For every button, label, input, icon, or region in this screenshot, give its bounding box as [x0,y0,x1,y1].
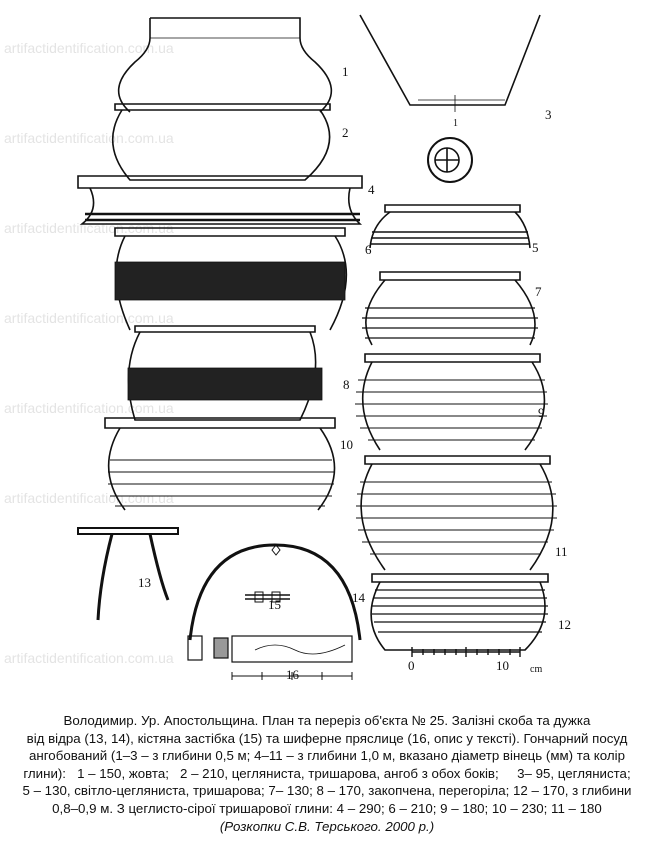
caption-line: глини): 1 – 150, жовта; 2 – 210, цегляни… [23,765,631,781]
caption-line: Володимир. Ур. Апостольщина. План та пер… [63,713,591,728]
figure-caption: Володимир. Ур. Апостольщина. План та пер… [0,712,654,835]
archaeological-figure: 0 10 cm 1 2 3 1 4 5 6 7 8 9 10 11 12 13 … [77,14,571,682]
vessel-12 [370,573,549,651]
label-1: 1 [342,64,349,79]
label-11: 11 [555,544,568,559]
vessel-11 [356,455,557,571]
caption-line: 0,8–0,9 м. З цеглисто-сірої тришарової г… [52,800,602,816]
vessel-6 [114,227,348,331]
vessel-8 [127,325,323,421]
caption-credit: (Розкопки С.В. Терського. 2000 р.) [219,818,435,834]
vessel-9 [355,353,548,451]
caption-line: від відра (13, 14), кістяна застібка (15… [26,730,628,746]
vessel-4 [77,175,363,225]
section-mark: 1 [453,118,458,129]
label-2: 2 [342,125,349,140]
label-15: 15 [268,597,281,612]
label-8: 8 [343,377,350,392]
scale-end: 10 [496,658,509,673]
scale-bar: 0 10 cm [408,647,542,675]
caption-line: ангобований (1–3 – з глибини 0,5 м; 4–11… [29,748,625,764]
bone-clasp [245,591,290,603]
scale-start: 0 [408,658,415,673]
vessel-5 [369,204,531,249]
caption-line: 5 – 130, світло-цегляниста, тришарова; 7… [22,783,632,799]
figure-labels: 1 2 3 1 4 5 6 7 8 9 10 11 12 13 14 15 16 [138,64,571,682]
vessel-10 [104,417,336,511]
scale-unit: cm [530,664,542,675]
slate-spindle-whorl [187,635,353,680]
vessel-1 [117,17,333,113]
label-7: 7 [535,284,542,299]
label-10: 10 [340,437,353,452]
label-3: 3 [545,107,552,122]
label-9: 9 [538,405,545,420]
vessel-3 [359,14,541,112]
label-16: 16 [286,667,300,682]
label-13: 13 [138,575,151,590]
label-4: 4 [368,182,375,197]
vessel-2 [111,103,331,181]
vessel-7 [362,271,538,346]
iron-staple [77,527,179,621]
spindle-whorl-plan [427,137,473,183]
label-5: 5 [532,240,539,255]
bucket-handle [188,543,362,641]
label-14: 14 [352,590,366,605]
label-6: 6 [365,242,372,257]
label-12: 12 [558,617,571,632]
